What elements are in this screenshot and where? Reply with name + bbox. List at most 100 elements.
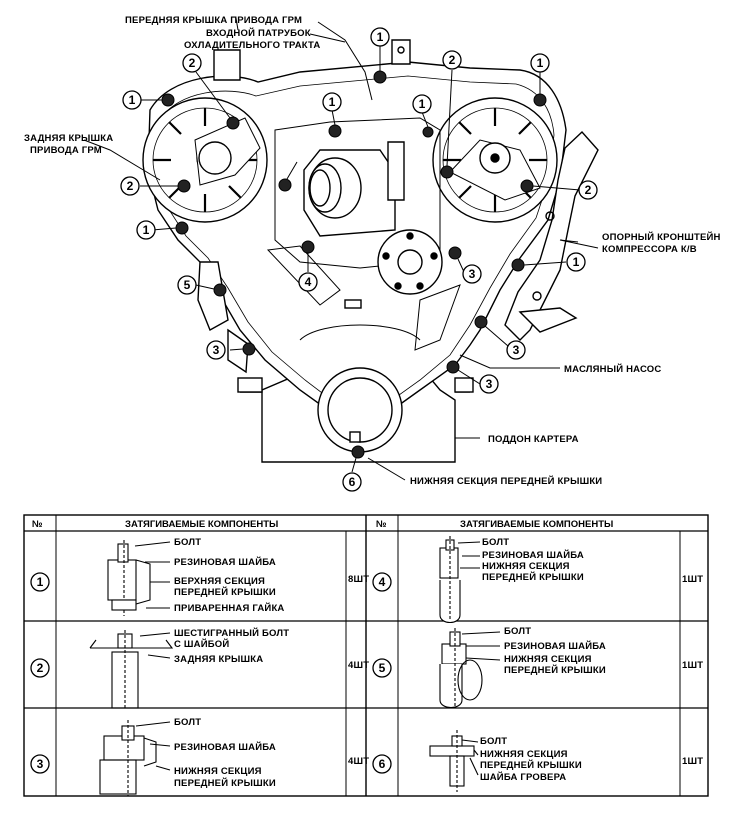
callout-number-5-label: 5 (184, 278, 191, 292)
torque-components-table (23, 514, 709, 797)
row2-label-3: ЗАДНЯЯ КРЫШКА (174, 654, 263, 665)
row-number-6: 6 (372, 754, 392, 774)
row4-label-4: ПЕРЕДНЕЙ КРЫШКИ (482, 571, 584, 583)
row5-label-2: РЕЗИНОВАЯ ШАЙБА (504, 640, 606, 652)
callout-number-2: 2 (578, 180, 598, 200)
callout-number-2-label: 2 (449, 53, 456, 67)
row-number-4-label: 4 (379, 575, 386, 589)
row2-qty: 4ШТ (348, 660, 369, 671)
callout-number-2-label: 2 (127, 179, 134, 193)
sketch-hex-bolt-rear-cover (89, 630, 174, 709)
row-number-2: 2 (30, 658, 50, 678)
sketch-bolt-rubber-washer-upper (107, 540, 171, 616)
sketch-bolt-lower-cover-4 (439, 536, 481, 624)
sketch-bolt-lower-cover-5 (439, 628, 501, 709)
label-front-cover: ПЕРЕДНЯЯ КРЫШКА ПРИВОДА ГРМ (125, 15, 302, 26)
table-row: БОЛТ РЕЗИНОВАЯ ШАЙБА ВЕРХНЯЯ СЕКЦИЯ ПЕРЕ… (174, 537, 369, 614)
row1-label-3: ВЕРХНЯЯ СЕКЦИЯ (174, 576, 265, 587)
row-number-6-label: 6 (379, 757, 386, 771)
row5-label-4: ПЕРЕДНЕЙ КРЫШКИ (504, 664, 606, 676)
row-number-1-label: 1 (37, 575, 44, 589)
callout-number-1-label: 1 (419, 97, 426, 111)
callout-number-1: 1 (136, 220, 156, 240)
callout-number-3: 3 (206, 340, 226, 360)
callout-number-2-label: 2 (189, 56, 196, 70)
row4-qty: 1ШТ (682, 574, 703, 585)
engine-front-view (142, 39, 599, 463)
row6-label-1: БОЛТ (480, 736, 507, 747)
callout-number-1-label: 1 (573, 255, 580, 269)
table-row: ШЕСТИГРАННЫЙ БОЛТ С ШАЙБОЙ ЗАДНЯЯ КРЫШКА… (174, 627, 369, 671)
row5-label-3: НИЖНЯЯ СЕКЦИЯ (504, 654, 592, 665)
callout-number-3: 3 (462, 264, 482, 284)
callout-number-1-label: 1 (143, 223, 150, 237)
row6-qty: 1ШТ (682, 756, 703, 767)
label-rear-cover-line1: ЗАДНЯЯ КРЫШКА (24, 133, 113, 144)
row4-label-3: НИЖНЯЯ СЕКЦИЯ (482, 561, 570, 572)
row6-label-4: ШАЙБА ГРОВЕРА (480, 771, 566, 783)
table-row: БОЛТ РЕЗИНОВАЯ ШАЙБА НИЖНЯЯ СЕКЦИЯ ПЕРЕД… (504, 626, 703, 676)
row-number-3: 3 (30, 754, 50, 774)
sketch-bolt-lower-front-cover (99, 720, 171, 796)
callout-number-4: 4 (298, 272, 318, 292)
row2-label-1: ШЕСТИГРАННЫЙ БОЛТ (174, 627, 289, 639)
label-coolant-inlet-line2: ОХЛАДИТЕЛЬНОГО ТРАКТА (184, 40, 320, 51)
callout-number-6-label: 6 (349, 475, 356, 489)
label-rear-cover-line2: ПРИВОДА ГРМ (30, 145, 102, 156)
table-row: БОЛТ РЕЗИНОВАЯ ШАЙБА НИЖНЯЯ СЕКЦИЯ ПЕРЕД… (482, 537, 703, 585)
row1-label-1: БОЛТ (174, 537, 201, 548)
callout-number-3-label: 3 (469, 267, 476, 281)
row6-label-2: НИЖНЯЯ СЕКЦИЯ (480, 749, 568, 760)
label-ac-bracket-line2: КОМПРЕССОРА К/В (602, 244, 697, 255)
label-oil-pump: МАСЛЯНЫЙ НАСОС (564, 363, 661, 375)
header-components-right: ЗАТЯГИВАЕМЫЕ КОМПОНЕНТЫ (460, 519, 613, 530)
row1-qty: 8ШТ (348, 574, 369, 585)
label-coolant-inlet-line1: ВХОДНОЙ ПАТРУБОК (206, 27, 311, 39)
callout-number-1: 1 (322, 92, 342, 112)
callout-number-6: 6 (342, 472, 362, 492)
callout-number-1: 1 (122, 90, 142, 110)
row4-label-2: РЕЗИНОВАЯ ШАЙБА (482, 549, 584, 561)
callout-number-3: 3 (479, 374, 499, 394)
callout-number-2: 2 (120, 176, 140, 196)
cover-bolts (161, 70, 547, 459)
callout-number-1: 1 (370, 27, 390, 47)
callout-number-1: 1 (566, 252, 586, 272)
table-rows: БОЛТ РЕЗИНОВАЯ ШАЙБА ВЕРХНЯЯ СЕКЦИЯ ПЕРЕ… (174, 537, 703, 789)
row5-label-1: БОЛТ (504, 626, 531, 637)
table-header: № ЗАТЯГИВАЕМЫЕ КОМПОНЕНТЫ № ЗАТЯГИВАЕМЫЕ… (32, 519, 613, 530)
row3-label-3: НИЖНЯЯ СЕКЦИЯ (174, 766, 262, 777)
row-number-2-label: 2 (37, 661, 44, 675)
row6-label-3: ПЕРЕДНЕЙ КРЫШКИ (480, 759, 582, 771)
row4-label-1: БОЛТ (482, 537, 509, 548)
row2-label-2: С ШАЙБОЙ (174, 638, 229, 650)
row3-label-4: ПЕРЕДНЕЙ КРЫШКИ (174, 777, 276, 789)
callout-number-3-label: 3 (213, 343, 220, 357)
leader-lines (83, 17, 599, 481)
header-num-right: № (376, 519, 387, 530)
row-number-1: 1 (30, 572, 50, 592)
row1-label-4: ПЕРЕДНЕЙ КРЫШКИ (174, 586, 276, 598)
callout-number-1-label: 1 (329, 95, 336, 109)
row-sketches (89, 536, 501, 796)
header-num-left: № (32, 519, 43, 530)
row3-label-2: РЕЗИНОВАЯ ШАЙБА (174, 741, 276, 753)
row1-label-5: ПРИВАРЕННАЯ ГАЙКА (174, 602, 285, 614)
callout-number-2: 2 (182, 53, 202, 73)
callout-number-5: 5 (177, 275, 197, 295)
label-ac-bracket-line1: ОПОРНЫЙ КРОНШТЕЙН (602, 231, 721, 243)
callout-number-1: 1 (530, 53, 550, 73)
table-row: БОЛТ РЕЗИНОВАЯ ШАЙБА НИЖНЯЯ СЕКЦИЯ ПЕРЕД… (174, 717, 369, 789)
callout-number-1-label: 1 (377, 30, 384, 44)
callout-number-2: 2 (442, 50, 462, 70)
callout-number-1-label: 1 (537, 56, 544, 70)
row5-qty: 1ШТ (682, 660, 703, 671)
table-row: БОЛТ НИЖНЯЯ СЕКЦИЯ ПЕРЕДНЕЙ КРЫШКИ ШАЙБА… (480, 736, 703, 783)
callout-number-2-label: 2 (585, 183, 592, 197)
label-lower-front-cover: НИЖНЯЯ СЕКЦИЯ ПЕРЕДНЕЙ КРЫШКИ (410, 475, 602, 487)
header-components-left: ЗАТЯГИВАЕМЫЕ КОМПОНЕНТЫ (125, 519, 278, 530)
callout-number-4-label: 4 (305, 275, 312, 289)
